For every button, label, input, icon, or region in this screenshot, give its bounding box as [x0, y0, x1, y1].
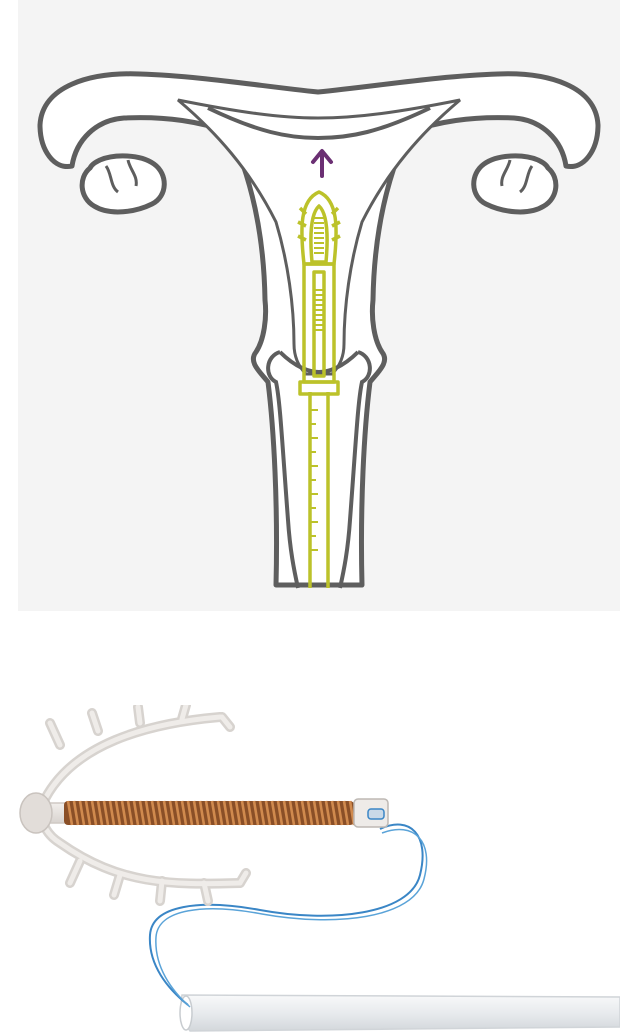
frame-arc — [42, 717, 240, 884]
insertion-tube — [180, 995, 620, 1031]
iud-device-drawing — [0, 705, 620, 1033]
iud-end-cap — [354, 799, 388, 827]
right-ovary — [474, 156, 556, 212]
uterus-illustration — [18, 0, 620, 611]
iud-head-knob — [20, 793, 52, 833]
iud-device-photo — [0, 705, 620, 1033]
left-ovary — [82, 156, 164, 212]
removal-thread — [150, 825, 423, 1005]
illustration-panel — [18, 0, 620, 611]
removal-thread-2 — [156, 830, 427, 1007]
copper-coil — [64, 801, 354, 825]
